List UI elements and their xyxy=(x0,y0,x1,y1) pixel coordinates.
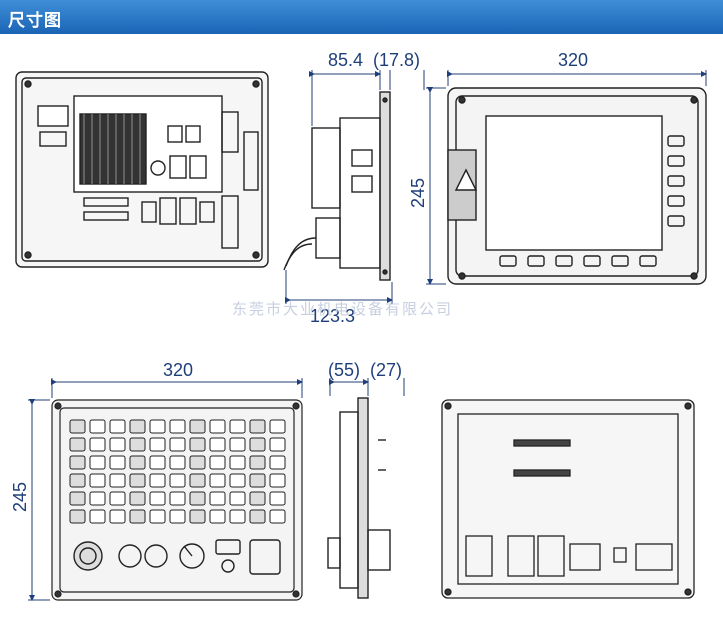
keyboard-key xyxy=(149,419,166,434)
keyboard-key xyxy=(89,437,106,452)
keyboard-key xyxy=(149,491,166,506)
keyboard-key xyxy=(109,437,126,452)
keyboard-dims xyxy=(28,378,303,601)
keyboard-key xyxy=(169,473,186,488)
keyboard-side-view xyxy=(327,397,391,599)
keyboard-key xyxy=(249,437,266,452)
keyboard-key xyxy=(149,509,166,524)
front-view-dims xyxy=(426,70,707,285)
keyboard-key xyxy=(189,473,206,488)
side-view-dims xyxy=(285,70,425,304)
display-rear-view xyxy=(15,71,269,268)
dim-front-height: 245 xyxy=(408,177,428,208)
dim-side-depth: 85.4 xyxy=(328,50,364,70)
keyboard-key xyxy=(269,473,286,488)
dim-side-bottom: 123.3 xyxy=(310,306,356,326)
keyboard-key xyxy=(89,491,106,506)
dim-keyboard-depth: (55) xyxy=(328,360,361,380)
keyboard-key xyxy=(269,491,286,506)
section-title: 尺寸图 xyxy=(8,11,62,31)
keyboard-key xyxy=(269,509,286,524)
keyboard-key xyxy=(229,419,246,434)
keyboard-key xyxy=(249,509,266,524)
keyboard-key xyxy=(149,473,166,488)
keyboard-key xyxy=(69,455,86,470)
keyboard-rear-view xyxy=(441,399,695,599)
section-header: 尺寸图 xyxy=(0,0,723,34)
keyboard-key xyxy=(149,455,166,470)
dim-side-flange: (17.8) xyxy=(373,50,421,70)
keyboard-key xyxy=(129,473,146,488)
keyboard-key xyxy=(109,473,126,488)
keyboard-key xyxy=(129,437,146,452)
keyboard-key xyxy=(189,419,206,434)
keyboard-key xyxy=(169,509,186,524)
keyboard-key xyxy=(209,491,226,506)
keyboard-key xyxy=(129,491,146,506)
keyboard-key xyxy=(129,419,146,434)
keyboard-key xyxy=(169,455,186,470)
display-front-view xyxy=(447,87,707,285)
keyboard-key xyxy=(89,509,106,524)
keyboard-key xyxy=(69,509,86,524)
keyboard-key xyxy=(269,419,286,434)
keyboard-key xyxy=(249,491,266,506)
company-watermark: 东莞市大业机电设备有限公司 xyxy=(232,300,454,318)
keyboard-key xyxy=(269,437,286,452)
keyboard-key xyxy=(269,455,286,470)
keyboard-key xyxy=(109,491,126,506)
keyboard-key xyxy=(69,491,86,506)
display-side-view xyxy=(283,91,391,281)
keyboard-key xyxy=(149,437,166,452)
keyboard-key xyxy=(189,509,206,524)
keyboard-key xyxy=(229,509,246,524)
keyboard-key xyxy=(69,473,86,488)
keyboard-key xyxy=(89,473,106,488)
keyboard-key xyxy=(169,437,186,452)
keyboard-key xyxy=(69,437,86,452)
keyboard-key xyxy=(109,419,126,434)
keyboard-key xyxy=(189,455,206,470)
keyboard-key xyxy=(109,455,126,470)
keyboard-controls xyxy=(73,539,281,575)
keyboard-key xyxy=(109,509,126,524)
dim-keyboard-height: 245 xyxy=(10,481,30,512)
keyboard-key xyxy=(189,491,206,506)
keyboard-key xyxy=(229,473,246,488)
dim-keyboard-width: 320 xyxy=(163,360,194,380)
keyboard-key xyxy=(129,509,146,524)
keyboard-key xyxy=(249,473,266,488)
keyboard-key xyxy=(169,419,186,434)
keyboard-key xyxy=(89,419,106,434)
keyboard-key xyxy=(209,455,226,470)
keyboard-key xyxy=(209,473,226,488)
keyboard-key xyxy=(229,437,246,452)
keyboard-key xyxy=(209,509,226,524)
keyboard-key xyxy=(209,419,226,434)
keyboard-side-dims xyxy=(329,378,405,396)
keyboard-key xyxy=(209,437,226,452)
keyboard-key xyxy=(69,419,86,434)
keyboard-key xyxy=(249,419,266,434)
keyboard-key xyxy=(229,491,246,506)
dim-keyboard-flange: (27) xyxy=(370,360,403,380)
keyboard-key xyxy=(229,455,246,470)
dim-front-width: 320 xyxy=(558,50,589,70)
keyboard-key xyxy=(129,455,146,470)
keyboard-key xyxy=(169,491,186,506)
keyboard-key xyxy=(249,455,266,470)
keyboard-key xyxy=(189,437,206,452)
keyboard-key-grid xyxy=(69,419,286,524)
keyboard-key xyxy=(89,455,106,470)
